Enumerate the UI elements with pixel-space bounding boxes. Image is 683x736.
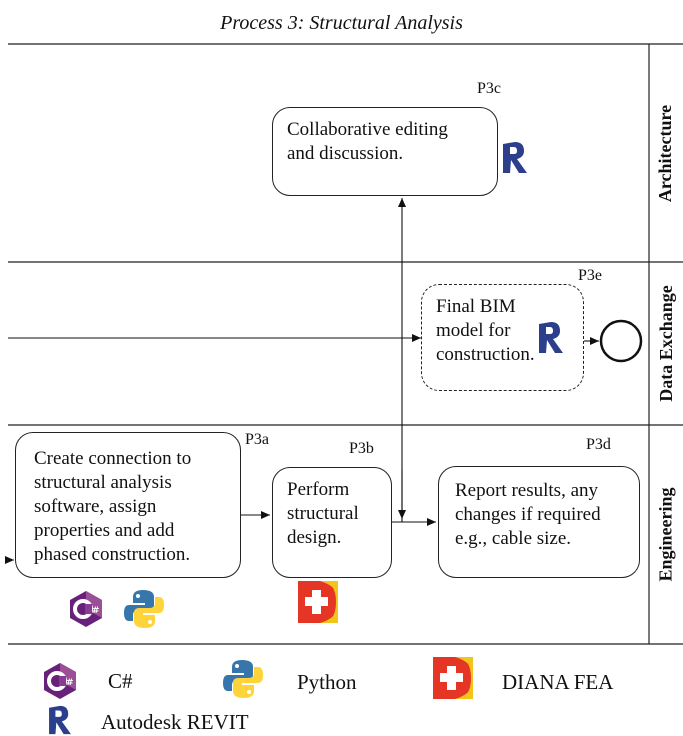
task-p3d: Report results, any changes if required … [438, 466, 640, 578]
lane-engineering-text: Engineering [655, 487, 676, 582]
python-icon [124, 590, 164, 628]
legend-label-diana-fea: DIANA FEA [502, 670, 614, 694]
task-p3a-text: Create connection to structural analysis… [34, 448, 192, 565]
task-p3c-text: Collaborative editing and discussion. [287, 119, 448, 164]
legend-python-icon [223, 660, 263, 698]
legend-revit-icon [49, 705, 71, 735]
diagram-title: Process 3: Structural Analysis [220, 12, 463, 34]
task-p3e: Final BIM model for construction. [421, 284, 584, 391]
task-p3d-text: Report results, any changes if required … [455, 480, 601, 549]
task-id-p3a: P3a [245, 431, 269, 448]
revit-icon [503, 142, 527, 173]
legend-diana-fea-icon [433, 657, 473, 699]
svg-text:#: # [92, 606, 100, 616]
svg-text:#: # [66, 678, 74, 688]
legend-label-revit: Autodesk REVIT [101, 710, 249, 734]
task-p3a: Create connection to structural analysis… [15, 432, 241, 578]
legend-csharp-icon: # [44, 663, 76, 699]
task-id-p3b: P3b [349, 440, 374, 457]
lane-architecture-text: Architecture [655, 104, 676, 202]
task-p3b: Perform structural design. [272, 467, 392, 578]
legend-label-python: Python [297, 670, 357, 694]
legend-label-csharp: C# [108, 669, 133, 693]
task-id-p3c: P3c [477, 80, 501, 97]
task-p3b-text: Perform structural design. [287, 479, 359, 548]
task-p3c: Collaborative editing and discussion. [272, 107, 498, 196]
csharp-icon: # [70, 591, 102, 627]
lane-data-exchange-text: Data Exchange [655, 285, 676, 402]
diana-fea-icon [298, 581, 338, 623]
lane-label-engineering: Engineering [649, 425, 683, 644]
end-event [599, 319, 643, 363]
lane-label-architecture: Architecture [649, 44, 683, 262]
revit-icon [539, 322, 563, 353]
task-id-p3e: P3e [578, 267, 602, 284]
task-id-p3d: P3d [586, 436, 611, 453]
lane-label-data-exchange: Data Exchange [649, 262, 683, 425]
task-p3e-text: Final BIM model for construction. [436, 296, 535, 365]
